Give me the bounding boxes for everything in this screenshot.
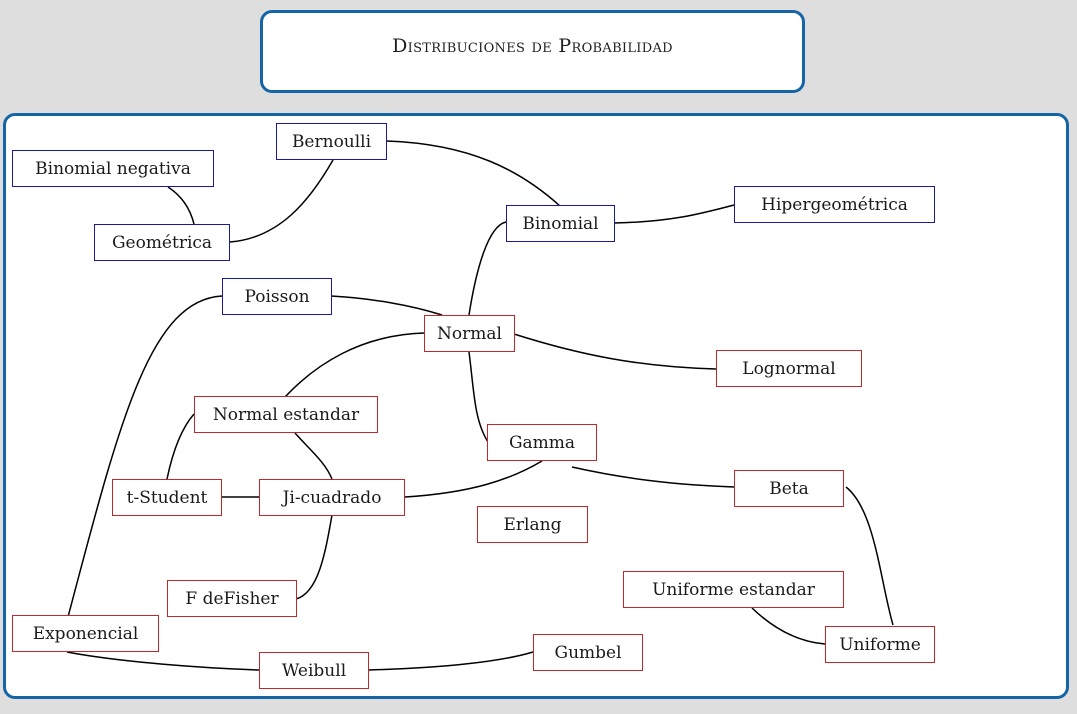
node-ji-cuadrado[interactable]: Ji-cuadrado bbox=[259, 479, 405, 516]
node-exponencial[interactable]: Exponencial bbox=[12, 615, 159, 652]
node-weibull[interactable]: Weibull bbox=[259, 652, 369, 689]
node-f-defisher[interactable]: F deFisher bbox=[167, 580, 297, 617]
node-t-student[interactable]: t-Student bbox=[112, 479, 222, 516]
node-normal-estandar[interactable]: Normal estandar bbox=[194, 396, 378, 433]
node-erlang[interactable]: Erlang bbox=[477, 506, 588, 543]
node-lognormal[interactable]: Lognormal bbox=[716, 350, 862, 387]
node-beta[interactable]: Beta bbox=[734, 470, 844, 507]
diagram-title: Distribuciones de Probabilidad bbox=[392, 35, 673, 57]
node-uniforme[interactable]: Uniforme bbox=[825, 626, 935, 663]
node-poisson[interactable]: Poisson bbox=[222, 278, 332, 315]
node-hipergeometrica[interactable]: Hipergeométrica bbox=[734, 186, 935, 223]
node-bernoulli[interactable]: Bernoulli bbox=[276, 123, 387, 160]
title-box: Distribuciones de Probabilidad bbox=[260, 10, 805, 93]
node-binomial-negativa[interactable]: Binomial negativa bbox=[12, 150, 214, 187]
node-uniforme-estandar[interactable]: Uniforme estandar bbox=[623, 571, 844, 608]
node-geometrica[interactable]: Geométrica bbox=[94, 224, 230, 261]
node-binomial[interactable]: Binomial bbox=[506, 205, 615, 242]
node-normal[interactable]: Normal bbox=[424, 315, 515, 352]
node-gumbel[interactable]: Gumbel bbox=[533, 634, 643, 671]
node-gamma[interactable]: Gamma bbox=[487, 424, 597, 461]
